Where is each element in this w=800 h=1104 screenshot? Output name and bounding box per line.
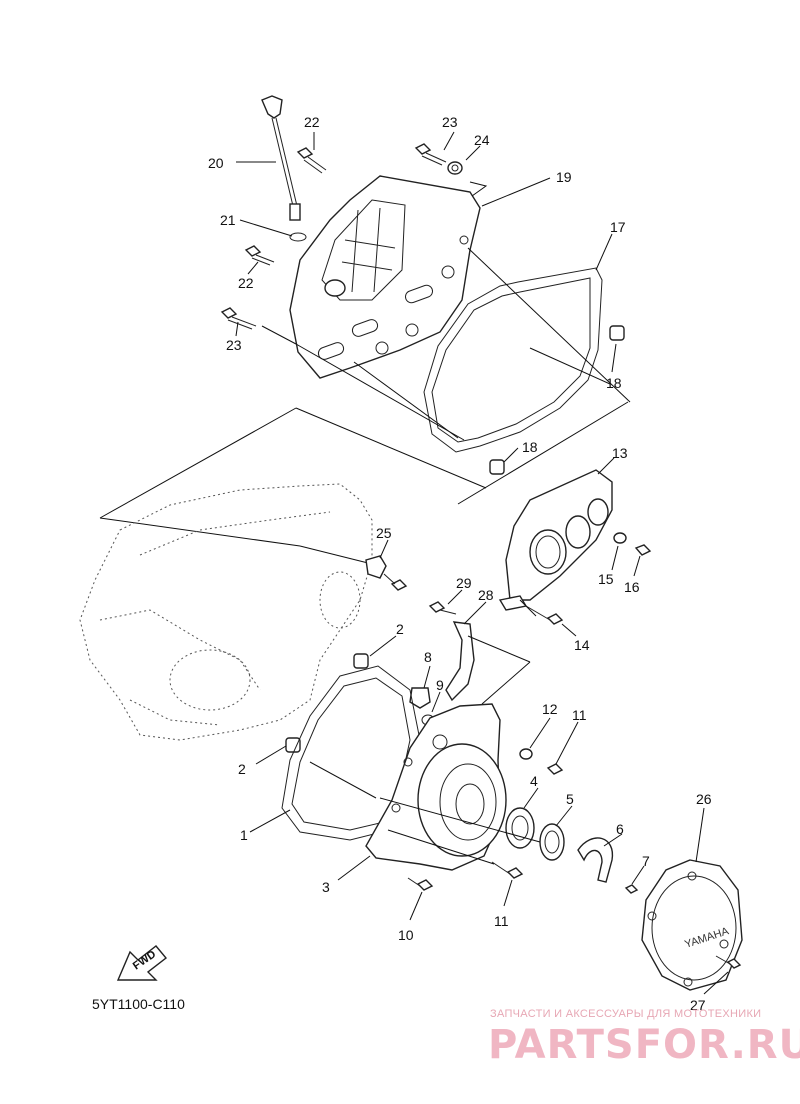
- callout-25: 25: [376, 525, 392, 541]
- washer-part[interactable]: [519, 748, 533, 760]
- callout-28: 28: [478, 587, 494, 603]
- callout-14: 14: [574, 637, 590, 653]
- callout-1: 1: [240, 827, 248, 843]
- forward-direction-arrow-icon: FWD: [116, 945, 168, 981]
- callout-3: 3: [322, 879, 330, 895]
- bolt-part[interactable]: [244, 245, 275, 266]
- callout-26: 26: [696, 791, 712, 807]
- callout-22: 22: [238, 275, 254, 291]
- callout-17: 17: [610, 219, 626, 235]
- callout-9: 9: [436, 677, 444, 693]
- callout-11: 11: [572, 707, 587, 723]
- callout-27: 27: [690, 997, 706, 1013]
- oil-seal-part[interactable]: [539, 823, 565, 861]
- callout-13: 13: [612, 445, 628, 461]
- generator-cover-part[interactable]: YAMAHA: [641, 859, 743, 991]
- diagram-code: 5YT1100-C110: [92, 996, 185, 1012]
- washer-part[interactable]: [447, 161, 463, 175]
- dowel-pin-part[interactable]: [609, 325, 625, 341]
- oil-dipstick-part[interactable]: [261, 95, 301, 221]
- bolt-part[interactable]: [525, 605, 564, 625]
- callout-22: 22: [304, 114, 320, 130]
- washer-part[interactable]: [613, 532, 627, 544]
- bolt-part[interactable]: [220, 307, 257, 330]
- callout-4: 4: [530, 773, 538, 789]
- callout-6: 6: [616, 821, 624, 837]
- callout-21: 21: [220, 212, 236, 228]
- watermark-subtitle: ЗАПЧАСТИ И АКСЕССУАРЫ ДЛЯ МОТОТЕХНИКИ: [490, 1008, 762, 1020]
- callout-labels: 22 23 24 20 19 21 17 22 23 18 18 13 25 1…: [208, 114, 712, 1013]
- callout-18: 18: [522, 439, 538, 455]
- callout-23: 23: [442, 114, 458, 130]
- callout-8: 8: [424, 649, 432, 665]
- dowel-pin-part[interactable]: [353, 653, 369, 669]
- callout-10: 10: [398, 927, 414, 943]
- crankcase-cover-part[interactable]: [365, 703, 507, 871]
- callout-5: 5: [566, 791, 574, 807]
- callout-12: 12: [542, 701, 558, 717]
- bolt-part[interactable]: [296, 147, 327, 174]
- chain-guide-part[interactable]: [445, 621, 475, 702]
- screw-part[interactable]: [715, 955, 742, 969]
- drain-plug-part[interactable]: [409, 687, 431, 709]
- gasket-part[interactable]: [281, 665, 421, 841]
- clutch-cover-part[interactable]: [289, 175, 481, 379]
- clip-part[interactable]: [365, 555, 408, 591]
- dowel-pin-part[interactable]: [489, 459, 505, 475]
- callout-2: 2: [238, 761, 246, 777]
- callout-18: 18: [606, 375, 622, 391]
- bearing-part[interactable]: [505, 807, 535, 849]
- bolt-part[interactable]: [407, 877, 434, 891]
- callout-19: 19: [556, 169, 572, 185]
- bolt-part[interactable]: [546, 763, 564, 775]
- sprocket-cover-part[interactable]: [498, 469, 613, 611]
- callout-29: 29: [456, 575, 472, 591]
- callout-15: 15: [598, 571, 614, 587]
- leader-lines: [235, 131, 729, 995]
- callout-7: 7: [642, 853, 650, 869]
- callout-2: 2: [396, 621, 404, 637]
- bolt-part[interactable]: [634, 544, 652, 556]
- gasket-part[interactable]: [423, 267, 603, 453]
- bolt-part[interactable]: [414, 143, 447, 166]
- bolt-part[interactable]: [491, 861, 524, 879]
- callout-11: 11: [494, 913, 509, 929]
- dowel-pin-part[interactable]: [285, 737, 301, 753]
- callout-24: 24: [474, 132, 490, 148]
- callout-23: 23: [226, 337, 242, 353]
- callout-16: 16: [624, 579, 640, 595]
- callout-20: 20: [208, 155, 224, 171]
- watermark-logo: PARTSFOR.RU: [488, 1022, 800, 1068]
- crankcase-outline: [79, 483, 373, 741]
- bolt-part[interactable]: [428, 601, 457, 615]
- bracket-part[interactable]: [577, 837, 614, 883]
- o-ring-part[interactable]: [289, 232, 307, 242]
- screw-part[interactable]: [624, 884, 639, 894]
